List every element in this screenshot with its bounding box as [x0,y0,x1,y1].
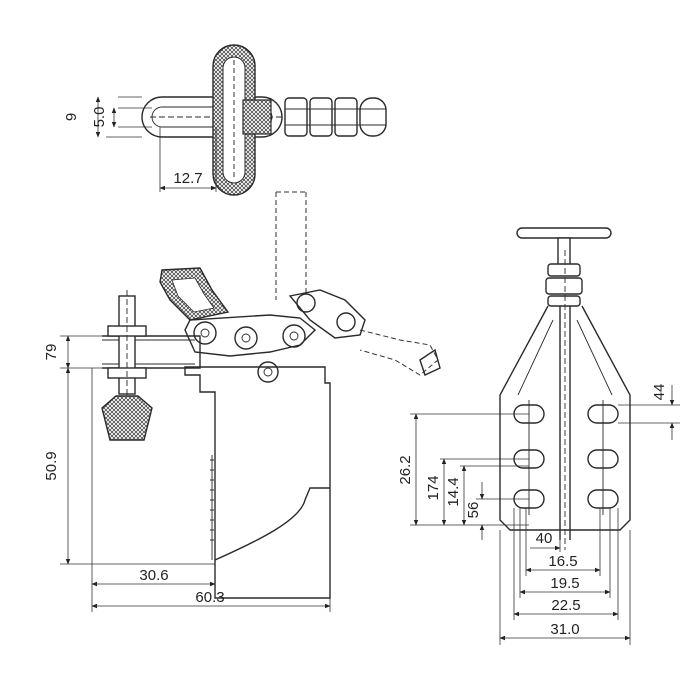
handle-open-position [275,191,307,300]
dim-79: 79 [43,344,60,361]
linkage-bar [184,314,317,357]
dim-22-5: 22.5 [551,597,580,614]
dim-12-7: 12.7 [173,170,202,187]
dim-60-3: 60.3 [195,589,224,606]
mounting-slots [513,400,619,515]
dim-26-2: 26.2 [397,455,414,484]
top-view: 9 5.0 12.7 [63,44,387,196]
dim-31-0: 31.0 [550,621,579,638]
grip-rolls [284,97,387,137]
rubber-tip [101,395,153,441]
dim-5-0: 5.0 [91,107,108,128]
t-handle [516,227,612,239]
dim-30-6: 30.6 [139,567,168,584]
clamp-arm [102,335,201,369]
dim-5-6: 56 [465,502,482,519]
dim-44: 44 [651,384,668,401]
base-plate [184,366,331,599]
dim-9: 9 [63,113,80,121]
mounting-plate [499,305,631,531]
dim-174: 174 [425,475,442,500]
dim-14-4: 14.4 [445,477,462,506]
dim-40: 40 [536,530,553,547]
dim-19-5: 19.5 [550,575,579,592]
dim-16-5: 16.5 [548,553,577,570]
dim-50-9: 50.9 [43,451,60,480]
side-view: 79 50.9 30.6 60.3 [43,191,441,612]
front-view: 44 26.2 174 14.4 56 40 16.5 19.5 22.5 [397,227,680,645]
